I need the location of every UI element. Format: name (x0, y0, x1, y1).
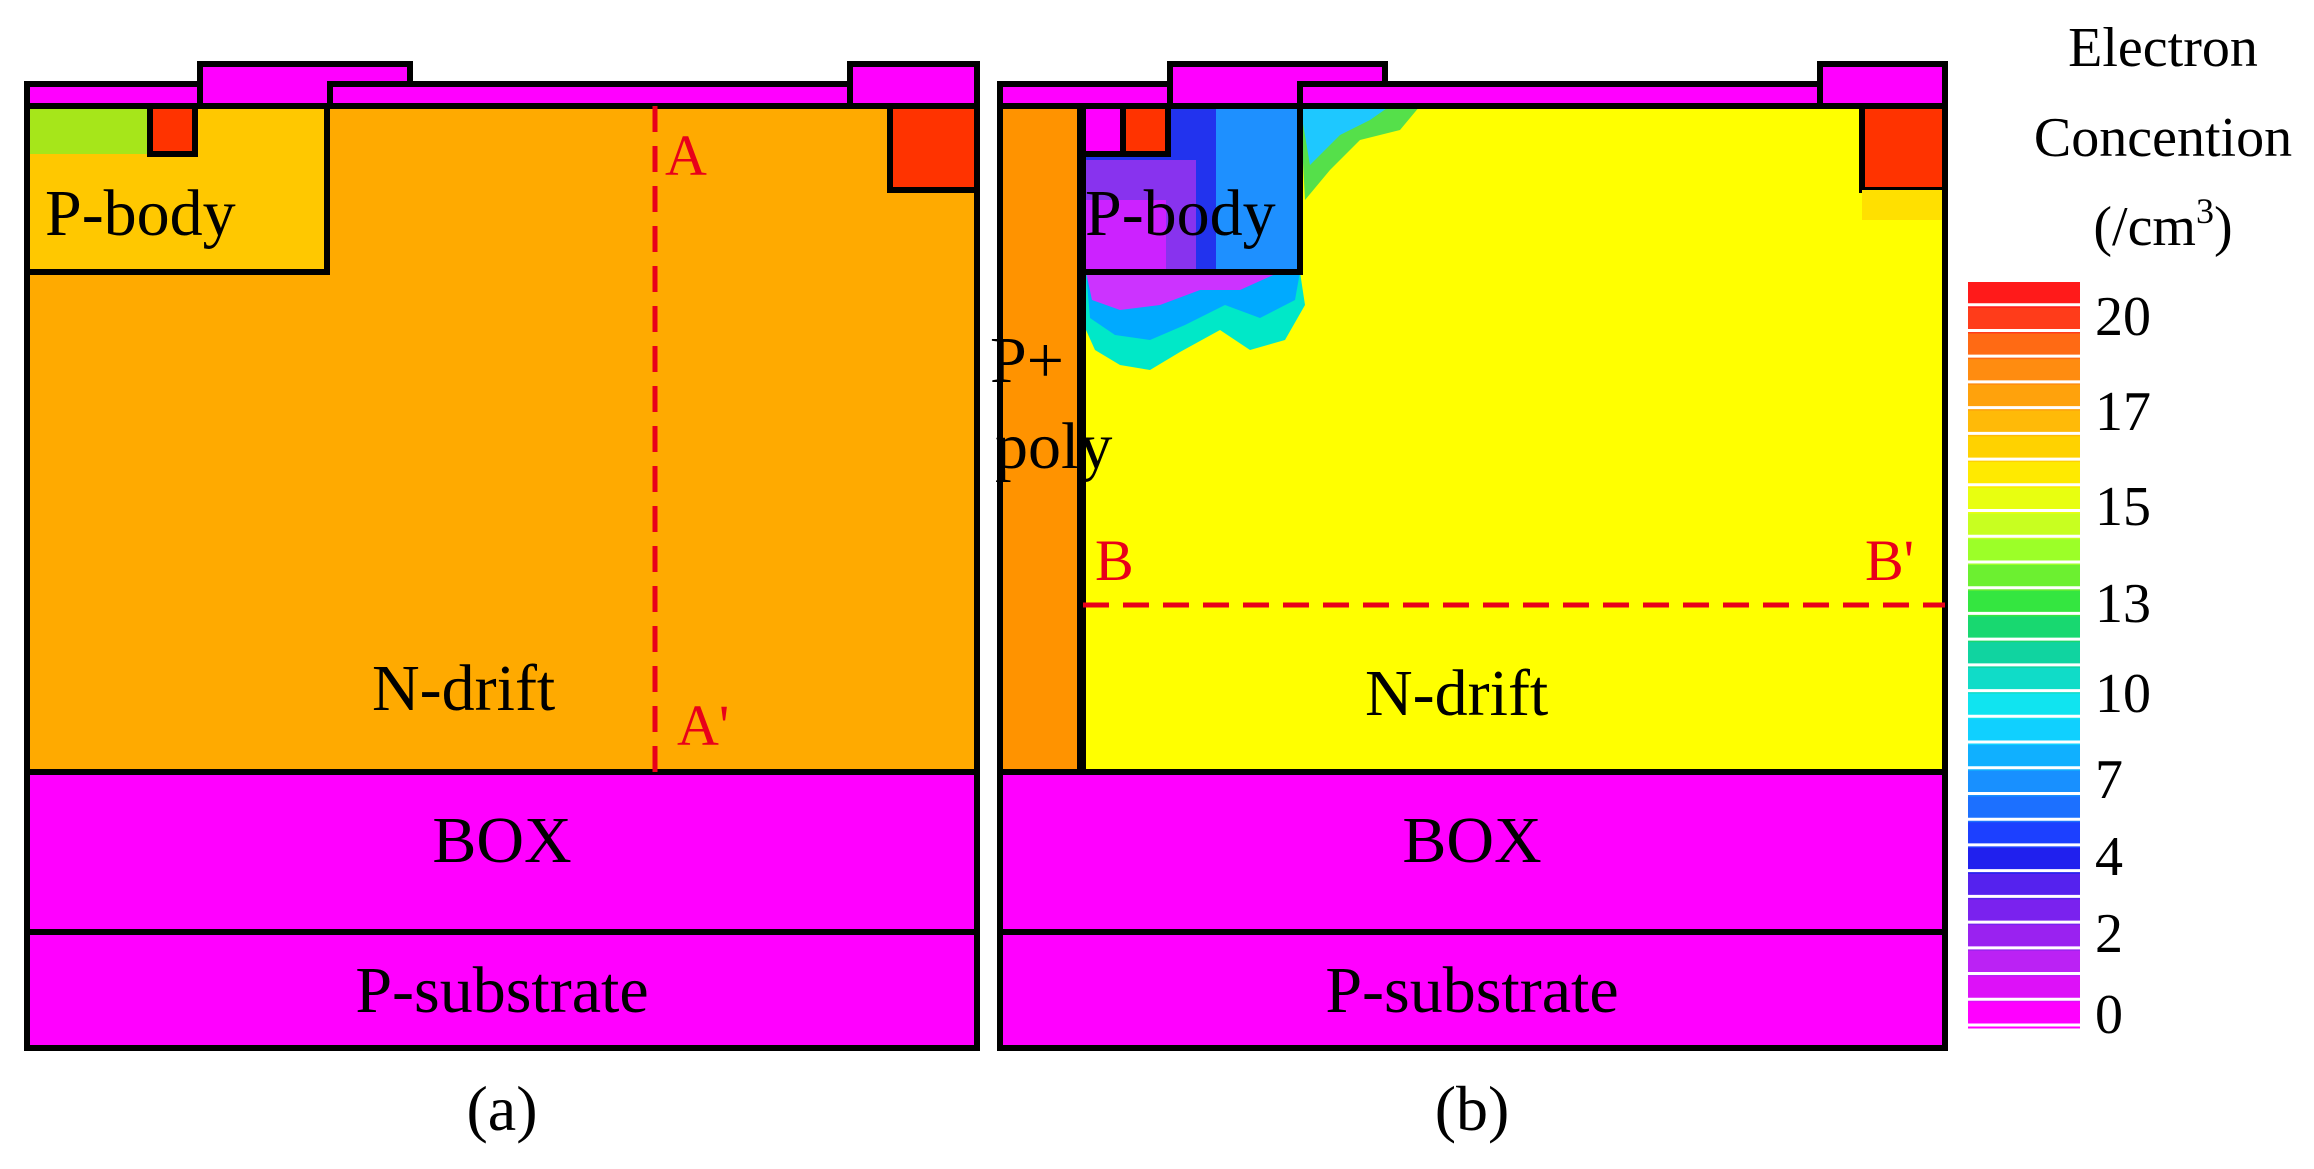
n-plus-source-b (1120, 103, 1171, 157)
p-body-label-a: P-body (45, 177, 236, 250)
colorbar-tick-label: 0 (2095, 984, 2123, 1046)
electron-surface-tail-inner-b (1300, 106, 1390, 165)
colorbar-tick-label: 10 (2095, 663, 2151, 725)
p-plus-label-b: P+ (990, 324, 1064, 397)
colorbar-tick-label: 20 (2095, 286, 2151, 348)
colorbar-unit-exponent: 3 (2196, 191, 2214, 231)
colorbar: Electron Concention (/cm3) 2017151310742… (1968, 17, 2292, 1046)
cutline-end-label-a: A' (677, 693, 729, 758)
colorbar-unit-suffix: ) (2214, 196, 2233, 258)
n-plus-source-a (147, 103, 198, 157)
colorbar-unit-prefix: (/cm (2093, 196, 2196, 258)
field-plate-b (1297, 81, 1863, 109)
caption-a: (a) (466, 1073, 537, 1144)
p-plus-poly-trench-b (997, 103, 1083, 775)
box-label-b: BOX (1402, 804, 1541, 877)
n-drift-label-b: N-drift (1365, 657, 1548, 730)
cutline-start-label-a: A (665, 123, 707, 188)
colorbar-title-line-2: Concention (2034, 107, 2292, 169)
p-plus-contact-a (30, 109, 150, 154)
p-plus-contact-b (1080, 103, 1126, 157)
n-drift-label-a: N-drift (372, 652, 555, 725)
colorbar-title-line-1: Electron (2068, 17, 2258, 79)
p-substrate-label-b: P-substrate (1325, 954, 1618, 1027)
cutline-start-label-b: B (1095, 528, 1134, 593)
panel-a: P-body N-drift BOX P-substrate A A' (a) (24, 61, 980, 1144)
panel-b: P-body P+ poly N-drift BOX P-substrate B… (990, 61, 1948, 1144)
field-plate-a (327, 81, 893, 109)
box-label-a: BOX (432, 804, 571, 877)
drain-halo-b (1862, 190, 1945, 220)
colorbar-tick-label: 15 (2095, 476, 2151, 538)
colorbar-bands (1968, 282, 2080, 1029)
poly-label-b: poly (995, 410, 1112, 483)
n-plus-drain-a (887, 103, 980, 193)
drain-electrode-b (1817, 61, 1948, 109)
colorbar-tick-label: 7 (2095, 749, 2123, 811)
box-layer-b (997, 769, 1948, 935)
colorbar-tick-label: 13 (2095, 573, 2151, 635)
p-substrate-layer-b (997, 929, 1948, 1051)
caption-b: (b) (1435, 1073, 1510, 1144)
colorbar-tick-label: 17 (2095, 381, 2151, 443)
colorbar-unit: (/cm3) (2093, 191, 2232, 258)
p-substrate-layer-a (24, 929, 980, 1051)
p-body-gradient-magenta-b (1086, 200, 1166, 269)
p-body-label-b: P-body (1085, 177, 1276, 250)
cutline-end-label-b: B' (1865, 528, 1914, 593)
n-plus-drain-b (1859, 103, 1948, 193)
drain-electrode-a (847, 61, 980, 109)
colorbar-tick-label: 2 (2095, 903, 2123, 965)
electron-plume-core-b (1086, 272, 1280, 310)
p-substrate-label-a: P-substrate (355, 954, 648, 1027)
colorbar-tick-label: 4 (2095, 826, 2123, 888)
